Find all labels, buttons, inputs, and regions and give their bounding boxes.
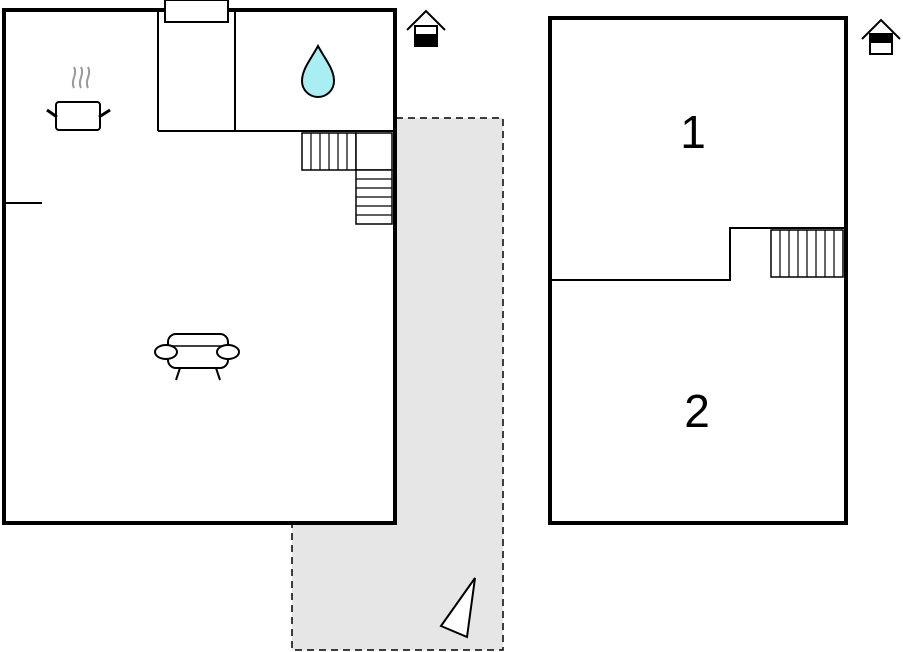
staircase — [770, 229, 844, 278]
cooking-pot-icon — [46, 66, 111, 131]
chimney — [164, 0, 229, 23]
upper-floor: 1 2 — [548, 16, 848, 525]
partition-wall — [550, 227, 846, 281]
upper-floor-outline — [548, 16, 848, 525]
compass-arrow-icon — [439, 577, 476, 639]
house-upper-floor-icon — [861, 18, 901, 55]
staircase — [301, 132, 393, 225]
ground-floor — [2, 0, 397, 525]
water-drop-icon — [300, 43, 336, 98]
house-ground-floor-icon — [406, 9, 446, 47]
ground-floor-outline — [2, 8, 397, 525]
room-label-1: 1 — [680, 106, 706, 158]
sofa-icon — [154, 333, 240, 381]
room-label-2: 2 — [684, 385, 710, 437]
